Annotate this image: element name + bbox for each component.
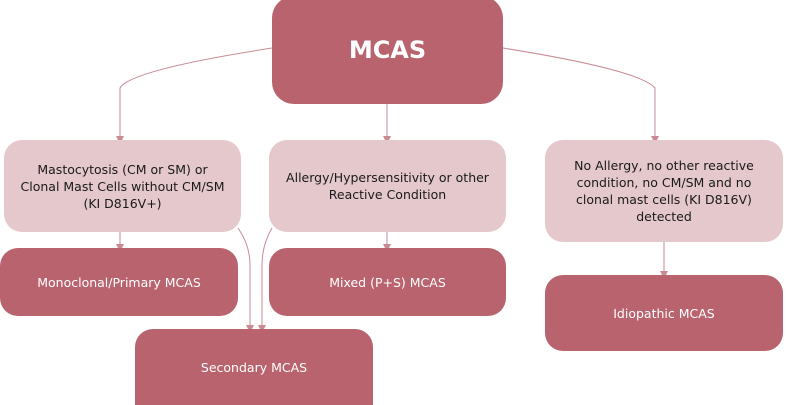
idiopathic-node: Idiopathic MCAS — [545, 275, 783, 351]
no-allergy-condition-node: No Allergy, no other reactive condition,… — [545, 140, 783, 242]
root-node-mcas: MCAS — [272, 0, 503, 104]
monoclonal-node: Monoclonal/Primary MCAS — [0, 248, 238, 316]
mixed-node: Mixed (P+S) MCAS — [269, 248, 506, 316]
edge-allergy-to-secondary — [258, 227, 273, 333]
secondary-label: Secondary MCAS — [200, 359, 308, 375]
idiopathic-label: Idiopathic MCAS — [613, 305, 715, 321]
allergy-condition-label: Allergy/Hypersensitivity or other Reacti… — [286, 170, 489, 202]
mixed-label: Mixed (P+S) MCAS — [329, 274, 446, 290]
root-label: MCAS — [348, 36, 427, 64]
clonal-condition-node: Mastocytosis (CM or SM) or Clonal Mast C… — [4, 140, 241, 232]
secondary-node: Secondary MCAS — [135, 329, 373, 405]
edge-root-to-no-allergy — [502, 47, 659, 144]
edge-root-to-clonal — [116, 47, 273, 144]
monoclonal-label: Monoclonal/Primary MCAS — [37, 274, 201, 290]
clonal-condition-label: Mastocytosis (CM or SM) or Clonal Mast C… — [20, 161, 225, 211]
allergy-condition-node: Allergy/Hypersensitivity or other Reacti… — [269, 140, 506, 232]
no-allergy-condition-label: No Allergy, no other reactive condition,… — [574, 158, 754, 224]
edge-clonal-to-secondary — [237, 227, 254, 333]
